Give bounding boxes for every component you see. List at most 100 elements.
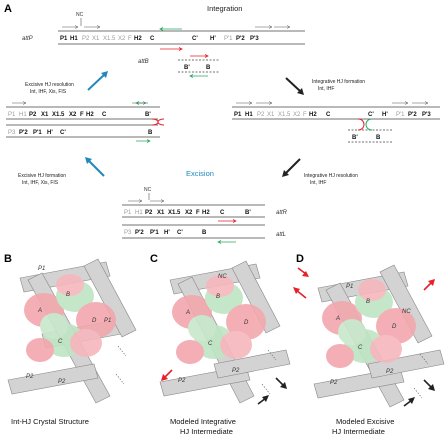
svg-text:B: B — [202, 230, 207, 236]
b-protein-b: B — [66, 292, 70, 298]
d-protein-c: C — [358, 345, 363, 351]
svg-text:H2: H2 — [134, 36, 142, 42]
svg-text:C': C' — [60, 130, 66, 136]
svg-text:B': B' — [245, 210, 251, 216]
attb-bp: B' — [184, 65, 190, 71]
attr-sites: P1 H1 P2 X1 X1.5 X2 F H2 C B' — [124, 210, 251, 216]
nc-label-top: NC — [76, 12, 84, 18]
svg-text:P'2: P'2 — [408, 112, 417, 118]
d-protein-d: D — [392, 324, 397, 330]
right-mid-hj-red — [357, 118, 365, 131]
exc-res-label-1: Excisive HJ resolution — [25, 82, 74, 88]
attp-label: attP — [22, 36, 33, 42]
panel-label-b: B — [4, 253, 12, 265]
svg-text:C': C' — [368, 112, 374, 118]
caption-d-2: HJ Intermediate — [332, 427, 385, 436]
c-protein-d: D — [244, 320, 249, 326]
right-mid-bp: B' — [352, 135, 358, 141]
svg-text:P3: P3 — [8, 130, 16, 136]
svg-text:X1.5: X1.5 — [168, 210, 181, 216]
c-protein-c: C — [208, 341, 213, 347]
svg-text:P'2: P'2 — [135, 230, 144, 236]
svg-text:F: F — [196, 210, 200, 216]
svg-text:H': H' — [47, 130, 53, 136]
panel-b-structure: P1 B A C D P1 P2 P2 — [7, 258, 137, 404]
svg-text:P'1: P'1 — [396, 112, 405, 118]
d-black-arrowhead-bottom — [408, 397, 415, 404]
svg-text:H1: H1 — [19, 112, 27, 118]
attp-red-arrow — [160, 47, 183, 51]
int-form-label-1: Integrative HJ formation — [312, 79, 365, 85]
caption-c-1: Modeled Integrative — [170, 417, 236, 426]
b-p2-bottom: P2 — [58, 379, 66, 385]
exc-form-label-1: Excisive HJ formation — [18, 173, 66, 179]
attl-sites: P3 P'2 P'1 H' C' B — [124, 230, 207, 236]
c-black-arrowhead-bottom — [262, 395, 269, 402]
svg-text:X1: X1 — [41, 112, 49, 118]
svg-text:P1: P1 — [8, 112, 16, 118]
excisive-hj-formation-arrow — [85, 157, 105, 177]
excision-title: Excision — [186, 169, 214, 178]
c-nc: NC — [218, 274, 227, 280]
c-p2-right: P2 — [232, 368, 240, 374]
svg-text:H2: H2 — [309, 112, 317, 118]
int-res-label-1: Integrative HJ resolution — [304, 173, 358, 179]
b-p2-left: P2 — [26, 374, 34, 380]
svg-text:X2: X2 — [118, 36, 126, 42]
right-mid-hj-green — [365, 118, 373, 131]
svg-text:X1: X1 — [157, 210, 165, 216]
svg-text:P1: P1 — [60, 36, 68, 42]
svg-text:F: F — [128, 36, 132, 42]
caption-b: Int-HJ Crystal Structure — [11, 417, 89, 426]
attb-red-arrow — [190, 54, 209, 58]
panel-label-c: C — [150, 253, 158, 265]
b-p1-mid: P1 — [104, 318, 111, 324]
svg-text:P'1: P'1 — [150, 230, 159, 236]
d-red-arrowhead-right — [428, 279, 435, 286]
excisive-hj-resolution-arrow — [87, 71, 108, 91]
svg-text:C': C' — [192, 36, 198, 42]
caption-d-1: Modeled Excisive — [336, 417, 394, 426]
left-mid-top-sites: P1 H1 P2 X1 X1.5 X2 F H2 C B' — [8, 112, 151, 118]
svg-text:P'2: P'2 — [19, 130, 28, 136]
attl-label: attL — [276, 232, 286, 238]
int-res-label-2: Int, IHF — [310, 180, 326, 186]
svg-text:X1: X1 — [267, 112, 275, 118]
svg-text:P1: P1 — [124, 210, 132, 216]
svg-text:C': C' — [177, 230, 183, 236]
svg-text:H': H' — [164, 230, 170, 236]
c-red-arrowhead-top — [293, 287, 300, 294]
c-protein-a: A — [185, 310, 190, 316]
c-p2-left: P2 — [178, 378, 186, 384]
attr-attl-strands — [122, 199, 265, 244]
attb-label: attB — [138, 59, 149, 65]
left-mid-bottom-sites: P3 P'2 P'1 H' C' B — [8, 130, 153, 136]
left-mid-hj-red — [151, 118, 159, 126]
svg-text:H': H' — [382, 112, 388, 118]
exc-res-label-2: Int, IHF, Xis, FIS — [30, 89, 67, 95]
b-protein-c: C — [58, 339, 63, 345]
svg-text:H2: H2 — [202, 210, 210, 216]
exc-form-label-2: Int, IHF, Xis, FIS — [22, 180, 59, 186]
svg-text:P2: P2 — [257, 112, 265, 118]
attp-arm-arrows — [62, 25, 291, 29]
attr-label: attR — [276, 210, 288, 216]
svg-text:X1.5: X1.5 — [278, 112, 291, 118]
d-p2-right: P2 — [386, 369, 394, 375]
integrative-hj-formation-arrow — [285, 77, 304, 95]
attb-b: B — [206, 65, 211, 71]
svg-text:B: B — [148, 130, 153, 136]
svg-text:P'3: P'3 — [250, 36, 259, 42]
svg-text:P3: P3 — [124, 230, 132, 236]
svg-text:P2: P2 — [29, 112, 37, 118]
nc-label-bottom: NC — [144, 187, 152, 193]
b-protein-a: A — [37, 308, 42, 314]
svg-text:C: C — [220, 210, 225, 216]
panel-label-d: D — [296, 253, 304, 265]
svg-text:X2: X2 — [293, 112, 301, 118]
panel-c-structure: NC A B C D P2 P2 — [159, 260, 307, 405]
svg-text:P2: P2 — [82, 36, 90, 42]
d-nc: NC — [402, 309, 411, 315]
svg-text:C: C — [150, 36, 155, 42]
right-mid-b: B — [376, 135, 381, 141]
